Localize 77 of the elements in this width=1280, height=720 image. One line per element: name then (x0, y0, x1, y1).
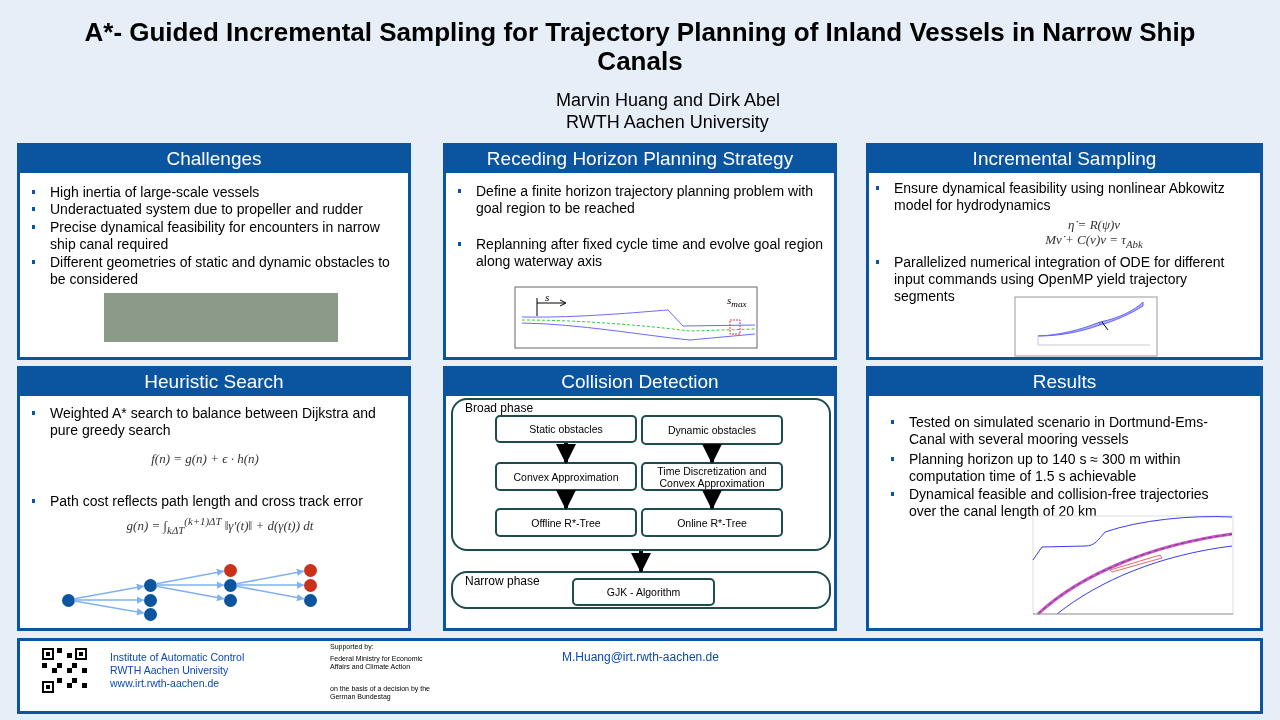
section-panel (17, 366, 411, 631)
bullet-text: Define a finite horizon trajectory planning problem with goal region to be reached (476, 183, 814, 217)
box-label: Convex Approximation (513, 470, 619, 483)
process-box (641, 415, 783, 445)
group-label: Narrow phase (465, 574, 540, 588)
bullet-text: Replanning after fixed cycle time and evolve goal region along waterway axis (476, 236, 825, 270)
web-address: www.irt.rwth-aachen.de (110, 677, 220, 689)
arrow (155, 568, 225, 585)
graph-node-circle (223, 578, 237, 592)
address-text: RWTH Aachen University (110, 664, 229, 676)
arrow (556, 443, 576, 464)
process-box (641, 462, 783, 491)
graph-node-circle (303, 563, 317, 577)
arrow (235, 585, 305, 602)
section-heading: Incremental Sampling (866, 143, 1263, 173)
bullet-text: Parallelized numerical integration of ODE for different input commands using OpenMP yield trajectory segments (894, 254, 1226, 305)
arrow (235, 581, 305, 589)
phase-group (451, 398, 831, 551)
graph-node-circle (303, 593, 317, 607)
bullet-text: Weighted A* search to balance between Dijkstra and pure greedy search (50, 405, 377, 439)
process-box (495, 415, 637, 443)
address-text: Institute of Automatic Control (110, 651, 245, 663)
equation: Mν̇ + C(ν)ν = τ$_{Abk}$ (1044, 232, 1144, 252)
equation: η̇ = R(ψ)ν (1066, 217, 1122, 232)
bullet-text: Underactuated system due to propeller and rudder (50, 201, 364, 218)
box-label: Dynamic obstacles (667, 424, 757, 436)
section-panel (443, 366, 837, 631)
bullet-text: High inertia of large-scale vessels (50, 184, 261, 201)
graph-node-circle (143, 593, 157, 607)
phase-group (451, 571, 831, 609)
box-label: GJK - Algorithm (606, 586, 681, 598)
bullet-text: Dynamical feasible and collision-free trajectories over the canal length of 20 km (909, 486, 1210, 520)
poster-title: A*- Guided Incremental Sampling for Trajectory Planning of Inland Vessels in Narrow Ship Canals (83, 18, 1197, 76)
affiliation: RWTH Aachen University (566, 112, 769, 133)
section-heading: Collision Detection (443, 366, 837, 396)
arrow (631, 551, 651, 573)
author-names: Marvin Huang and Dirk Abel (556, 90, 781, 111)
box-label: Static obstacles (529, 423, 603, 435)
arrow (702, 490, 722, 510)
bullet-text: Precise dynamical feasibility for encounters in narrow ship canal required (50, 219, 381, 253)
graph-node-circle (143, 578, 157, 592)
process-box (572, 578, 715, 606)
arrow (702, 444, 722, 464)
section-panel (866, 143, 1263, 360)
graph-node-circle (143, 607, 157, 621)
axis-symbol: s (545, 291, 550, 303)
arrow (155, 585, 225, 602)
section-heading: Heuristic Search (17, 366, 411, 396)
graph-node-circle (61, 593, 75, 607)
section-heading: Results (866, 366, 1263, 396)
process-box (641, 508, 783, 537)
arrow (73, 583, 145, 600)
bullet-text: Tested on simulated scenario in Dortmund-Ems-Canal with several mooring vessels (909, 414, 1209, 448)
bullet-text: Planning horizon up to 140 s ≈ 300 m within computation time of 1.5 s achievable (909, 451, 1182, 485)
graph-node-circle (303, 578, 317, 592)
box-label: Time Discretization and Convex Approximation (656, 464, 768, 489)
bullet-text: Path cost reflects path length and cross track error (50, 493, 364, 510)
bullet-text: Ensure dynamical feasibility using nonlinear Abkowitz model for hydrodynamics (894, 180, 1226, 214)
arrow (556, 490, 576, 510)
email-address: M.Huang@irt.rwth-aachen.de (562, 650, 719, 664)
equation: g(n) = ∫$_{kΔT}$$^{(k+1)ΔT}$ ‖γ′(t)‖ + d(γ(t)) dt (125, 514, 315, 538)
box-label: Offline R*-Tree (531, 516, 601, 529)
graph-node-circle (223, 593, 237, 607)
arrow (73, 596, 145, 604)
axis-symbol: s$_{max}$ (727, 294, 747, 310)
graph-node-circle (223, 563, 237, 577)
bullet-text: Different geometries of static and dynamic obstacles to be considered (50, 254, 391, 288)
process-box (495, 508, 637, 537)
arrow (73, 600, 145, 616)
box-label: Online R*-Tree (677, 516, 747, 529)
section-heading: Receding Horizon Planning Strategy (443, 143, 837, 173)
arrow (235, 568, 305, 585)
group-label: Broad phase (465, 401, 534, 415)
equation: f(n) = g(n) + ϵ · h(n) (150, 451, 260, 466)
process-box (495, 462, 637, 491)
arrow (155, 581, 225, 589)
section-heading: Challenges (17, 143, 411, 173)
